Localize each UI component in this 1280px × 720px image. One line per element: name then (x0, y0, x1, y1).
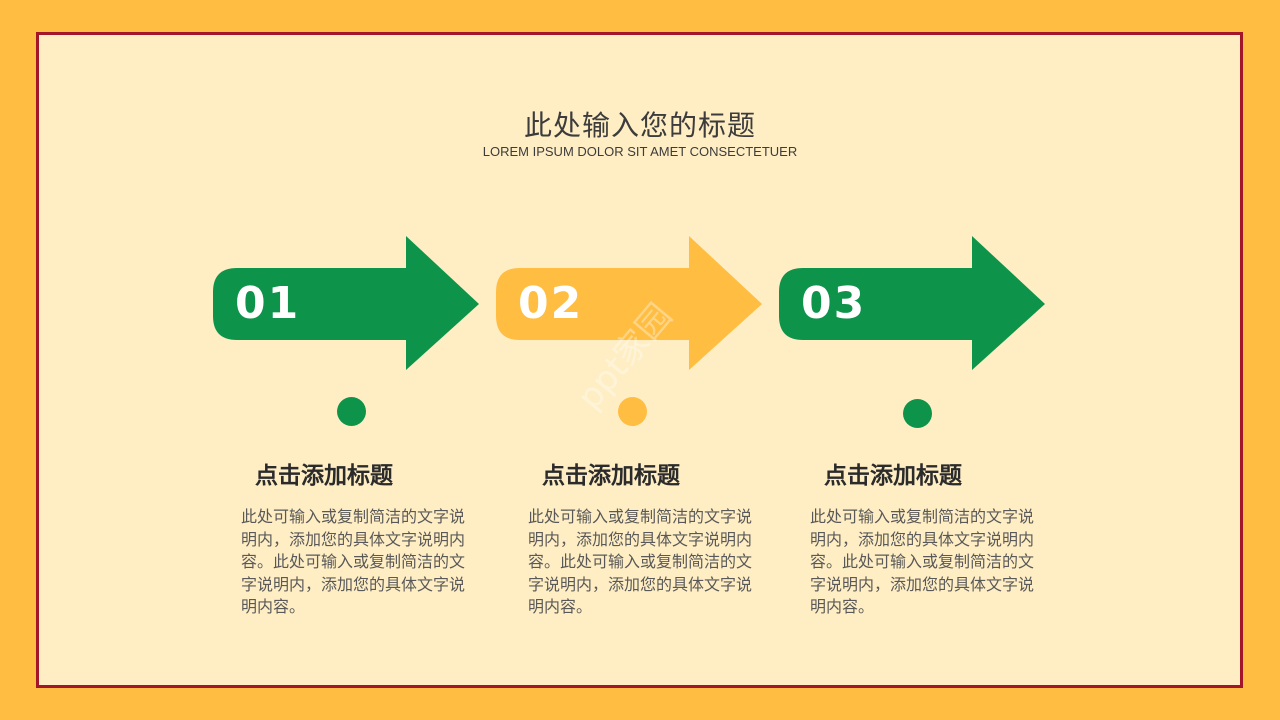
step-1-arrow[interactable]: 01 (213, 236, 483, 372)
step-1-dot (337, 397, 366, 426)
step-3-arrow[interactable]: 03 (779, 236, 1049, 372)
step-3-title[interactable]: 点击添加标题 (824, 463, 962, 489)
arrow-right-icon (213, 236, 479, 370)
step-2-description[interactable]: 此处可输入或复制简洁的文字说明内，添加您的具体文字说明内容。此处可输入或复制简洁… (528, 507, 753, 616)
step-1-description[interactable]: 此处可输入或复制简洁的文字说明内，添加您的具体文字说明内容。此处可输入或复制简洁… (241, 507, 466, 616)
step-3-description[interactable]: 此处可输入或复制简洁的文字说明内，添加您的具体文字说明内容。此处可输入或复制简洁… (810, 507, 1035, 616)
step-3-dot (903, 399, 932, 428)
arrow-right-icon (496, 236, 762, 370)
step-3-number: 03 (801, 278, 867, 329)
step-2-dot (618, 397, 647, 426)
slide-panel (36, 32, 1243, 688)
step-1-title[interactable]: 点击添加标题 (255, 463, 393, 489)
step-2-arrow[interactable]: 02 (496, 236, 766, 372)
step-2-title[interactable]: 点击添加标题 (542, 463, 680, 489)
arrow-right-icon (779, 236, 1045, 370)
slide-title[interactable]: 此处输入您的标题 (523, 109, 756, 142)
step-1-number: 01 (235, 278, 301, 329)
step-2-number: 02 (518, 278, 584, 329)
slide-subtitle[interactable]: LOREM IPSUM DOLOR SIT AMET CONSECTETUER (482, 144, 798, 159)
